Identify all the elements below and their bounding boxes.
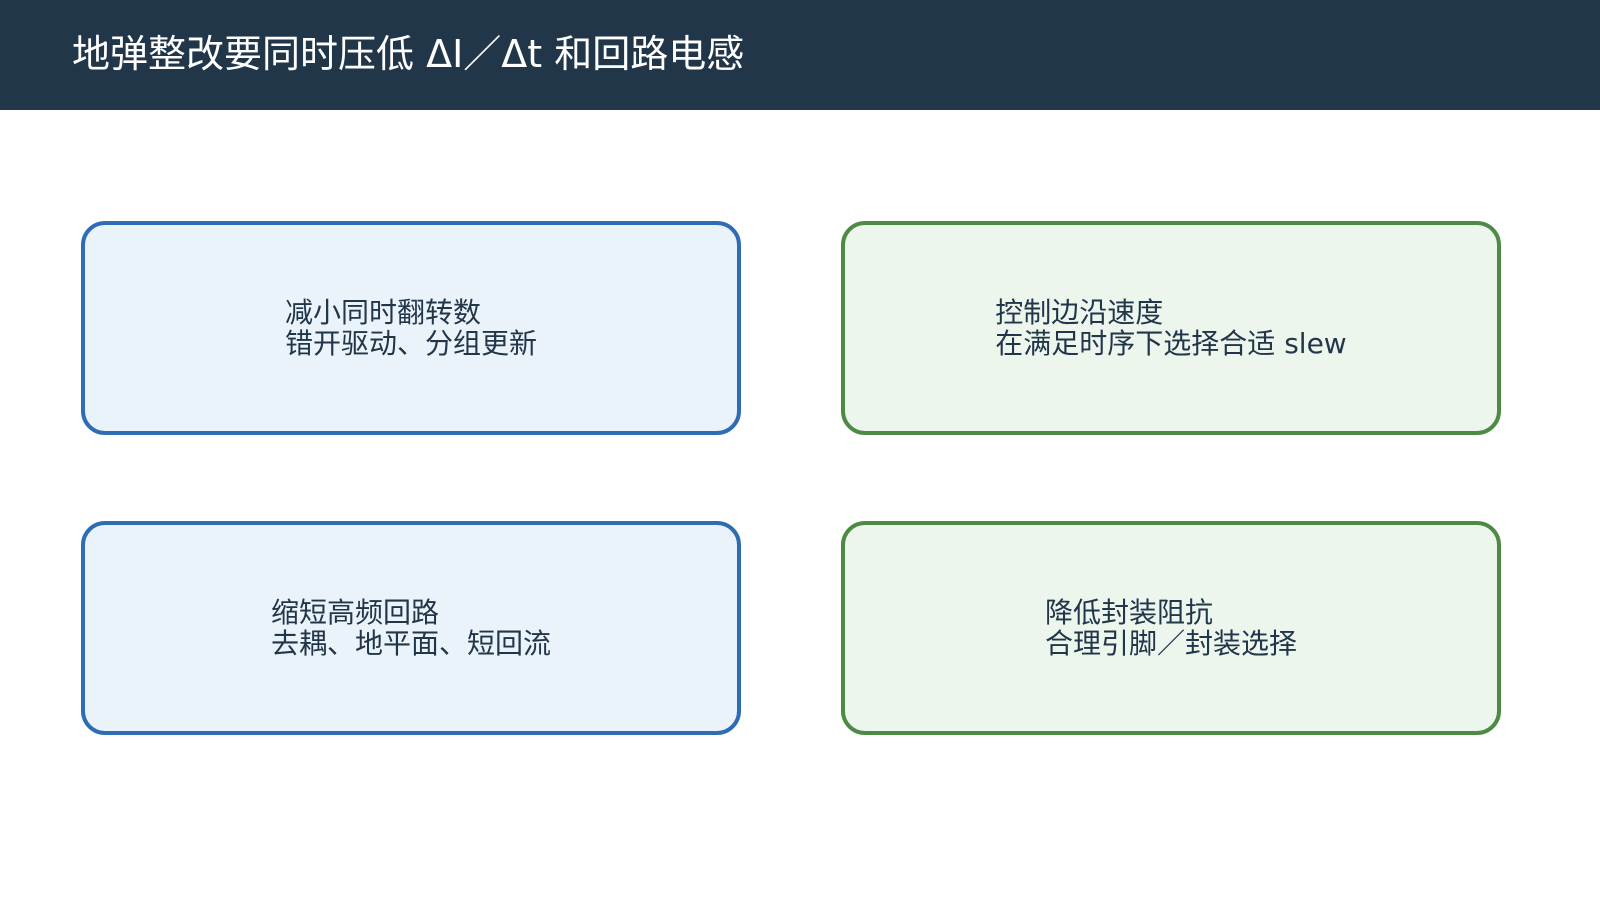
card-text: 降低封装阻抗 合理引脚／封装选择	[1045, 597, 1297, 659]
card-shorten-hf-loop: 缩短高频回路 去耦、地平面、短回流	[81, 521, 741, 735]
slide-title: 地弹整改要同时压低 ΔI／Δt 和回路电感	[72, 32, 745, 76]
card-lower-package-impedance: 降低封装阻抗 合理引脚／封装选择	[841, 521, 1501, 735]
card-text: 减小同时翻转数 错开驱动、分组更新	[285, 297, 537, 359]
card-heading: 控制边沿速度	[995, 296, 1164, 329]
card-heading: 减小同时翻转数	[284, 296, 481, 329]
card-text: 控制边沿速度 在满足时序下选择合适 slew	[995, 297, 1346, 359]
card-detail: 错开驱动、分组更新	[284, 327, 537, 360]
card-text: 缩短高频回路 去耦、地平面、短回流	[271, 597, 551, 659]
card-heading: 缩短高频回路	[270, 596, 439, 629]
card-heading: 降低封装阻抗	[1044, 596, 1213, 629]
card-reduce-simultaneous-switching: 减小同时翻转数 错开驱动、分组更新	[81, 221, 741, 435]
card-detail: 合理引脚／封装选择	[1044, 627, 1297, 660]
card-detail: 去耦、地平面、短回流	[270, 627, 551, 660]
card-control-edge-rate: 控制边沿速度 在满足时序下选择合适 slew	[841, 221, 1501, 435]
title-bar: 地弹整改要同时压低 ΔI／Δt 和回路电感	[0, 0, 1600, 110]
card-detail: 在满足时序下选择合适 slew	[995, 327, 1347, 360]
